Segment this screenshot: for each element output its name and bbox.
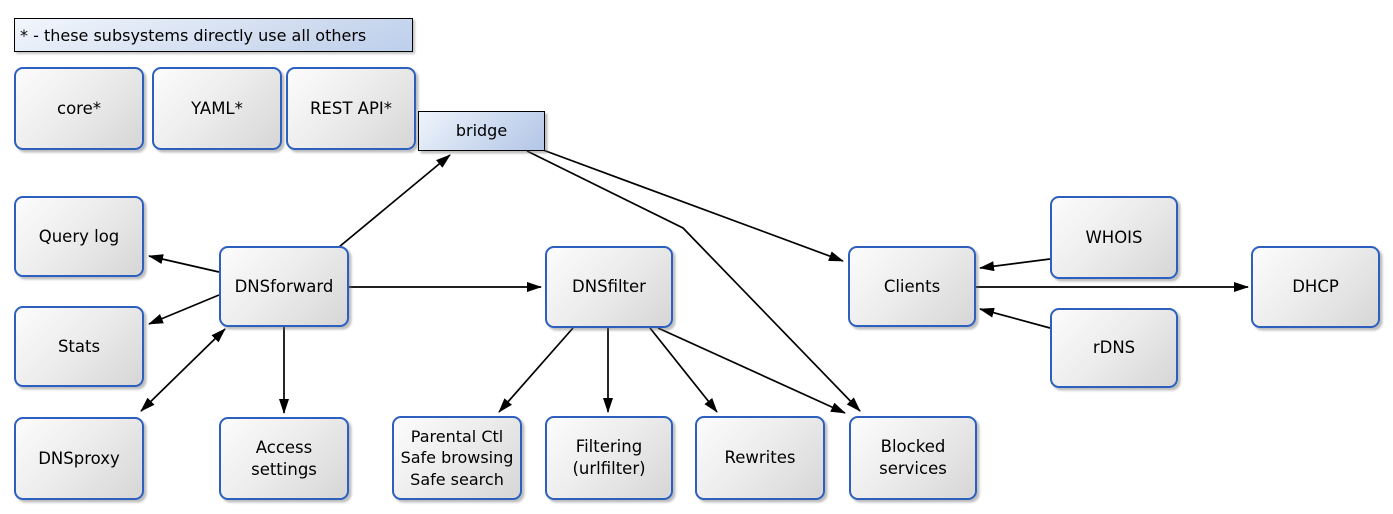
node-whois-label: WHOIS xyxy=(1085,227,1143,247)
node-dnsforward-label: DNSforward xyxy=(234,276,334,296)
legend-text: * - these subsystems directly use all ot… xyxy=(20,25,367,45)
edge-dnsfilter-to-blocked-services xyxy=(657,327,846,414)
edge-rdns-to-clients xyxy=(979,307,1051,329)
node-dhcp: DHCP xyxy=(1251,246,1380,328)
node-blocked-services: Blocked services xyxy=(849,416,977,500)
node-whois: WHOIS xyxy=(1050,196,1178,279)
node-parental: Parental Ctl Safe browsing Safe search xyxy=(392,416,522,500)
node-clients-label: Clients xyxy=(883,276,941,296)
edge-dnsfilter-to-rewrites xyxy=(649,327,718,413)
node-stats: Stats xyxy=(14,306,144,387)
node-rewrites: Rewrites xyxy=(695,416,825,500)
node-rest-api-label: REST API* xyxy=(309,98,393,118)
node-rdns-label: rDNS xyxy=(1092,338,1136,358)
edge-whois-to-clients xyxy=(979,258,1051,272)
node-dnsforward: DNSforward xyxy=(219,246,349,327)
node-query-log: Query log xyxy=(14,196,144,277)
node-parental-label: Parental Ctl Safe browsing Safe search xyxy=(400,427,514,489)
node-clients: Clients xyxy=(848,246,976,327)
node-yaml-label: YAML* xyxy=(191,98,243,118)
node-filtering: Filtering (urlfilter) xyxy=(545,416,673,500)
edge-dnsforward-to-query-log xyxy=(148,254,220,273)
edge-dnsforward-to-bridge xyxy=(338,154,451,248)
node-core: core* xyxy=(14,67,144,150)
node-yaml: YAML* xyxy=(152,67,282,150)
edge-bridge-to-blocked-services xyxy=(526,150,861,412)
node-rest-api: REST API* xyxy=(286,67,416,150)
node-dnsproxy-label: DNSproxy xyxy=(38,448,120,468)
node-dnsfilter: DNSfilter xyxy=(545,246,673,328)
node-bridge-label: bridge xyxy=(455,121,508,141)
edge-dnsfilter-to-parental xyxy=(498,327,574,413)
edge-bridge-to-clients xyxy=(542,149,844,262)
node-filtering-label: Filtering (urlfilter) xyxy=(572,437,646,478)
node-rdns: rDNS xyxy=(1050,308,1178,388)
node-access-settings-label: Access settings xyxy=(251,437,317,479)
node-dnsproxy: DNSproxy xyxy=(14,417,144,500)
node-access-settings: Access settings xyxy=(219,417,349,500)
node-stats-label: Stats xyxy=(57,336,101,356)
edge-dnsforward-to-stats xyxy=(148,294,220,325)
edge-dnsforward-to-dnsproxy xyxy=(140,328,226,412)
legend-note: * - these subsystems directly use all ot… xyxy=(14,18,413,52)
node-rewrites-label: Rewrites xyxy=(724,448,796,468)
node-blocked-services-label: Blocked services xyxy=(879,437,947,478)
node-bridge: bridge xyxy=(418,111,545,151)
node-query-log-label: Query log xyxy=(38,226,120,246)
node-dhcp-label: DHCP xyxy=(1292,277,1339,297)
node-dnsfilter-label: DNSfilter xyxy=(572,277,646,297)
node-core-label: core* xyxy=(57,98,101,118)
